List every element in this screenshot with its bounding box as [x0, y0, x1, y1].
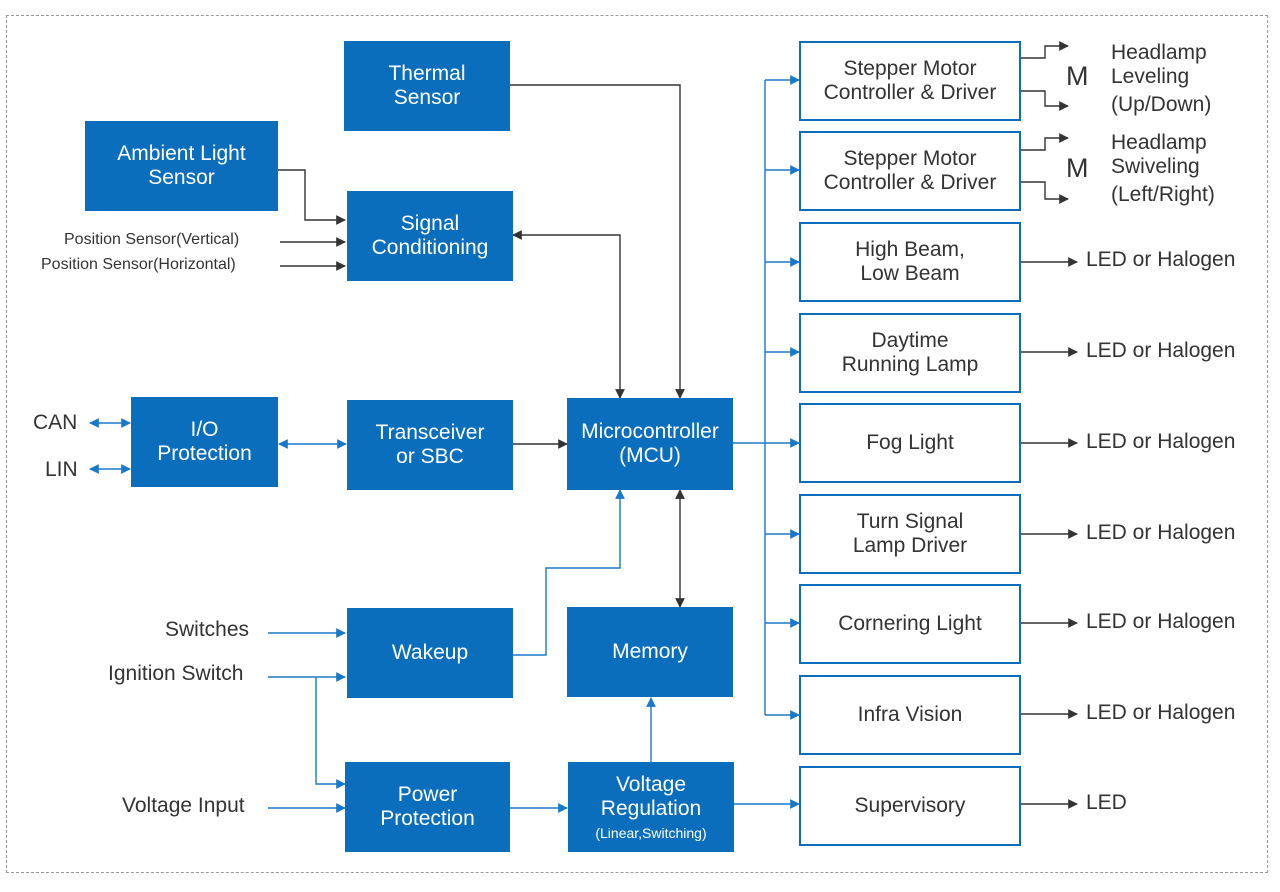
stepper-leveling-block: Stepper Motor Controller & Driver	[799, 41, 1021, 121]
headlamp-leveling-line-3: (Up/Down)	[1111, 93, 1212, 117]
transceiver-block: Transceiver or SBC	[347, 400, 513, 490]
wire-leveling-down	[1021, 90, 1069, 111]
headlamp-swiveling-line-1: Headlamp	[1111, 131, 1207, 154]
stepper-swiveling-label-1: Stepper Motor	[843, 146, 977, 170]
position-sensor-horizontal-label: Position Sensor(Horizontal)	[41, 256, 236, 273]
wire-ambient-to-conditioning	[278, 169, 346, 225]
memory-block: Memory	[567, 607, 733, 697]
daytime-running-label-1: Daytime	[871, 328, 949, 352]
lin-label: LIN	[45, 458, 78, 481]
microcontroller-label-2: (MCU)	[619, 444, 681, 467]
led-or-halogen-infra: LED or Halogen	[1086, 701, 1236, 724]
supervisory-label: Supervisory	[854, 793, 966, 817]
thermal-sensor-block: Thermal Sensor	[344, 41, 510, 131]
motor-symbol-leveling: M	[1066, 61, 1089, 91]
headlamp-leveling-label: Headlamp Leveling (Up/Down)	[1111, 41, 1211, 117]
led-or-halogen-fog: LED or Halogen	[1086, 430, 1236, 453]
stepper-leveling-label-1: Stepper Motor	[843, 56, 977, 80]
memory-label: Memory	[612, 639, 688, 663]
voltage-regulation-block: Voltage Regulation (Linear,Switching)	[568, 762, 734, 852]
stepper-leveling-label-2: Controller & Driver	[823, 81, 997, 104]
cornering-light-label: Cornering Light	[838, 611, 982, 635]
ambient-light-sensor-block: Ambient Light Sensor	[85, 121, 278, 211]
wire-ignition-power	[315, 677, 346, 789]
infra-vision-block: Infra Vision	[799, 675, 1021, 755]
led-or-halogen-cornering: LED or Halogen	[1086, 610, 1236, 633]
cornering-light-block: Cornering Light	[799, 584, 1021, 664]
transceiver-label-1: Transceiver	[375, 420, 485, 444]
high-low-beam-block: High Beam, Low Beam	[799, 222, 1021, 302]
power-protection-label-2: Protection	[380, 807, 475, 830]
led-or-halogen-turn: LED or Halogen	[1086, 521, 1236, 544]
stepper-swiveling-label-2: Controller & Driver	[823, 171, 997, 194]
io-protection-block: I/O Protection	[131, 397, 278, 487]
high-low-beam-label-1: High Beam,	[855, 237, 965, 261]
wire-swiveling-right	[1021, 181, 1069, 204]
io-protection-label-2: Protection	[157, 442, 252, 465]
headlamp-swiveling-line-2: Swiveling	[1111, 155, 1200, 179]
position-sensor-vertical-label: Position Sensor(Vertical)	[64, 231, 240, 248]
signal-conditioning-label-1: Signal	[400, 211, 460, 235]
high-low-beam-label-2: Low Beam	[860, 262, 960, 285]
headlamp-swiveling-line-3: (Left/Right)	[1111, 183, 1215, 207]
headlamp-leveling-line-1: Headlamp	[1111, 41, 1207, 64]
ignition-switch-label: Ignition Switch	[108, 662, 244, 685]
supervisory-block: Supervisory	[799, 766, 1021, 846]
power-protection-block: Power Protection	[345, 762, 510, 852]
led-supervisory: LED	[1086, 791, 1127, 814]
ambient-light-label-2: Sensor	[148, 166, 215, 189]
motor-symbol-swiveling: M	[1066, 153, 1089, 183]
signal-conditioning-label-2: Conditioning	[371, 236, 489, 259]
stepper-swiveling-block: Stepper Motor Controller & Driver	[799, 131, 1021, 211]
wakeup-block: Wakeup	[347, 608, 513, 698]
signal-conditioning-block: Signal Conditioning	[347, 191, 513, 281]
daytime-running-label-2: Running Lamp	[841, 353, 979, 376]
fog-light-label: Fog Light	[866, 430, 954, 454]
switches-label: Switches	[165, 618, 250, 641]
thermal-sensor-label-2: Sensor	[393, 86, 461, 109]
power-protection-label-1: Power	[397, 782, 458, 806]
voltage-regulation-sublabel: (Linear,Switching)	[595, 825, 707, 842]
thermal-sensor-label-1: Thermal	[388, 61, 466, 85]
voltage-regulation-label-2: Regulation	[600, 796, 702, 820]
wire-wakeup-mcu	[513, 489, 625, 656]
microcontroller-label-1: Microcontroller	[581, 419, 719, 443]
daytime-running-lamp-block: Daytime Running Lamp	[799, 313, 1021, 393]
wire-leveling-up	[1021, 41, 1069, 59]
transceiver-label-2: or SBC	[396, 445, 464, 468]
led-or-halogen-daytime: LED or Halogen	[1086, 339, 1236, 362]
ambient-light-label-1: Ambient Light	[117, 141, 246, 165]
can-label: CAN	[33, 411, 78, 434]
headlamp-swiveling-label: Headlamp Swiveling (Left/Right)	[1111, 131, 1215, 207]
led-or-halogen-highbeam: LED or Halogen	[1086, 248, 1236, 271]
wire-thermal-to-mcu	[510, 84, 685, 399]
fog-light-block: Fog Light	[799, 403, 1021, 483]
microcontroller-block: Microcontroller (MCU)	[567, 398, 733, 490]
headlamp-leveling-line-2: Leveling	[1111, 65, 1190, 89]
voltage-input-label: Voltage Input	[122, 794, 245, 817]
wire-swiveling-left	[1021, 133, 1069, 151]
infra-vision-label: Infra Vision	[857, 702, 963, 726]
io-protection-label-1: I/O	[190, 417, 219, 441]
turn-signal-label-2: Lamp Driver	[852, 534, 968, 557]
diagram-frame	[6, 15, 1268, 873]
voltage-regulation-label-1: Voltage	[615, 772, 687, 796]
wire-conditioning-mcu	[512, 230, 625, 399]
turn-signal-block: Turn Signal Lamp Driver	[799, 494, 1021, 574]
wakeup-label: Wakeup	[391, 640, 469, 664]
turn-signal-label-1: Turn Signal	[856, 509, 964, 533]
